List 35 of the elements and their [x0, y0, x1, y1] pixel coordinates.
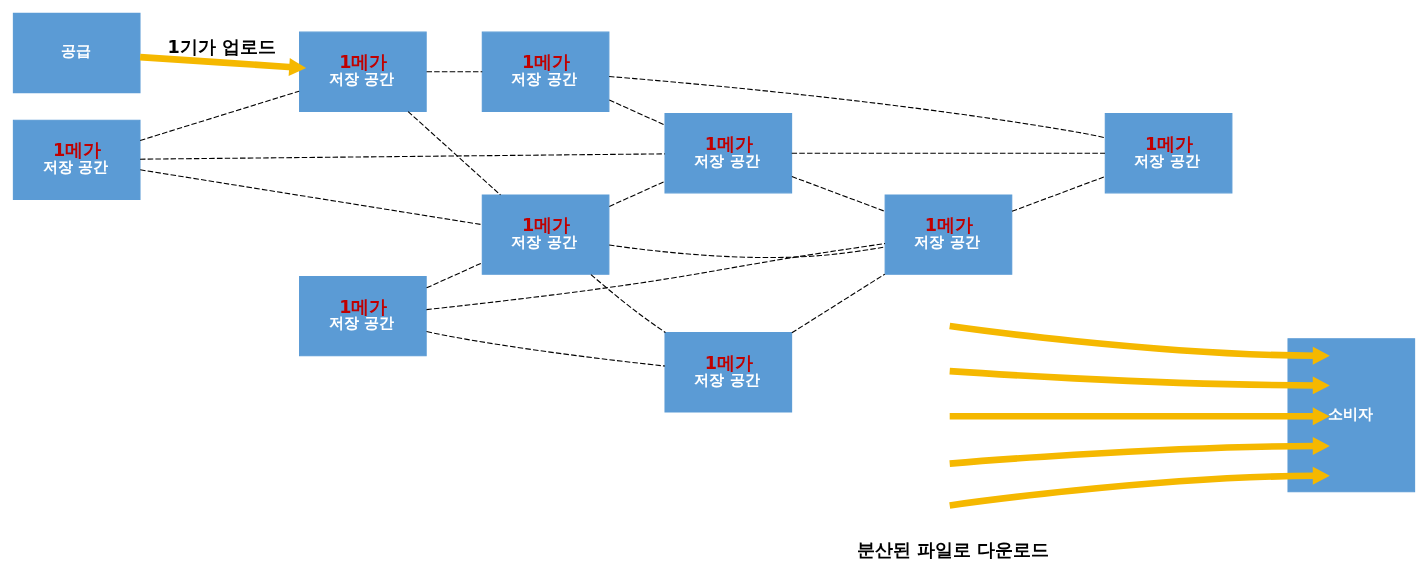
node-box: 1메가 저장 공간	[663, 331, 792, 412]
node-box: 1메가 저장 공간	[1104, 112, 1232, 193]
label: 분산된 파일로 다운로드	[856, 539, 1049, 560]
connector	[608, 75, 1105, 138]
connector	[608, 180, 666, 207]
arrow	[948, 436, 1330, 467]
connector	[139, 90, 300, 141]
connector	[589, 273, 666, 333]
node-box: 1메가 저장 공간	[298, 31, 427, 112]
arrow	[948, 367, 1330, 394]
node-box: 소비자	[1286, 337, 1415, 492]
arrow	[948, 466, 1330, 509]
node-box: 1메가 저장 공간	[481, 194, 609, 275]
connector	[790, 152, 1106, 154]
node-box: 1메가 저장 공간	[12, 119, 141, 200]
connector	[407, 110, 501, 195]
connector	[425, 261, 483, 288]
connector	[425, 70, 483, 72]
connector	[608, 244, 885, 258]
arrow	[948, 322, 1330, 365]
connector	[1010, 175, 1106, 212]
connector	[139, 152, 665, 160]
node-box: 1메가 저장 공간	[481, 31, 609, 112]
connector	[425, 242, 886, 310]
connector	[608, 98, 666, 126]
node-box: 1메가 저장 공간	[884, 194, 1012, 275]
node-box: 1메가 저장 공간	[663, 112, 792, 193]
arrow	[139, 53, 306, 76]
connector	[425, 330, 666, 367]
connector	[139, 168, 483, 225]
node-box: 공급	[12, 12, 141, 93]
node-box: 1메가 저장 공간	[298, 275, 427, 356]
edge-label: 1기가 업로드	[167, 36, 276, 57]
connector	[790, 273, 885, 333]
connector	[790, 175, 885, 212]
